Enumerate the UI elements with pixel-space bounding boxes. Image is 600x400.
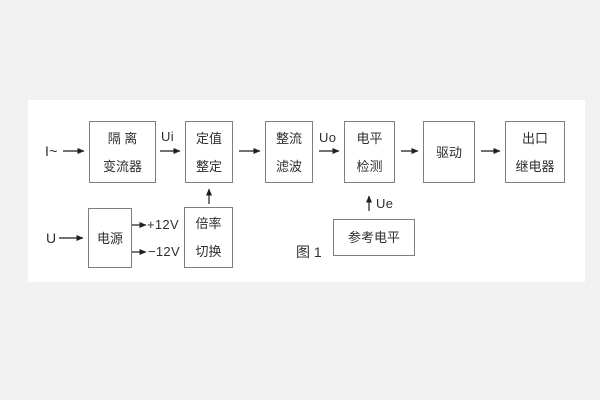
figure-caption: 图 1 xyxy=(296,244,322,260)
signal-label-minus12v: −12V xyxy=(148,244,180,259)
block-isolation-transformer: 隔 离 变流器 xyxy=(89,121,156,183)
block-relay-line2: 继电器 xyxy=(515,158,555,174)
block-rectify-filter: 整流 滤波 xyxy=(265,121,313,183)
block-rectify-line2: 滤波 xyxy=(275,158,302,174)
block-drive: 驱动 xyxy=(423,121,475,183)
block-drive-line1: 驱动 xyxy=(435,144,462,160)
block-output-relay: 出口 继电器 xyxy=(505,121,565,183)
block-ratio-line1: 倍率 xyxy=(195,216,222,231)
block-isolation-line1: 隔 离 xyxy=(107,130,138,146)
signal-label-plus12v: +12V xyxy=(147,217,179,232)
signal-label-ue: Ue xyxy=(376,196,394,211)
block-ratio-line2: 切换 xyxy=(195,244,222,259)
input-label-voltage: U xyxy=(46,230,57,246)
block-setting-line1: 定值 xyxy=(195,130,222,146)
block-reference-level: 参考电平 xyxy=(333,219,415,256)
signal-label-ui: Ui xyxy=(161,129,174,144)
block-relay-line1: 出口 xyxy=(521,130,548,146)
block-setting-line2: 整定 xyxy=(195,158,222,174)
block-isolation-line2: 变流器 xyxy=(102,158,142,174)
block-level-detect: 电平 检测 xyxy=(344,121,395,183)
signal-label-uo: Uo xyxy=(319,130,337,145)
block-setting-adjust: 定值 整定 xyxy=(185,121,233,183)
block-ratio-switch: 倍率 切换 xyxy=(184,207,233,268)
block-power-line1: 电源 xyxy=(96,230,123,246)
input-label-current: I~ xyxy=(45,143,58,159)
block-level-line1: 电平 xyxy=(356,130,383,146)
block-level-line2: 检测 xyxy=(356,158,383,174)
block-power-supply: 电源 xyxy=(88,208,132,268)
block-reference-line1: 参考电平 xyxy=(347,230,400,245)
block-rectify-line1: 整流 xyxy=(275,130,302,146)
